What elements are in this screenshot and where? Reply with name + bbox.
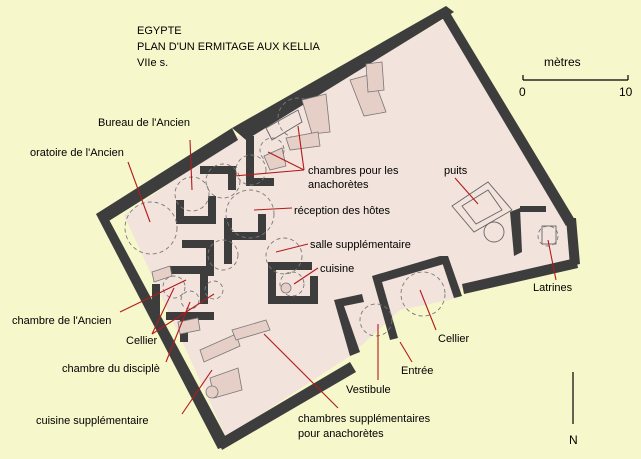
scale-title: mètres (544, 55, 581, 69)
label-oratoire: oratoire de l'Ancien (30, 147, 124, 159)
label-salle-supp: salle supplémentaire (310, 239, 411, 251)
north-arrow: N (569, 372, 578, 447)
scale-bar: mètres 0 10 (519, 55, 633, 99)
well (451, 181, 513, 243)
label-chambres-anach-1: chambres pour les (308, 165, 399, 177)
label-bureau: Bureau de l'Ancien (98, 117, 190, 129)
header-line-3: VIIe s. (137, 57, 168, 69)
label-cellier-left: Cellier (126, 335, 158, 347)
header-line-2: PLAN D'UN ERMITAGE AUX KELLIA (137, 41, 321, 53)
label-cellier-right: Cellier (438, 333, 470, 345)
plan-header: EGYPTE PLAN D'UN ERMITAGE AUX KELLIA VII… (137, 25, 321, 69)
label-reception: réception des hôtes (294, 205, 391, 217)
label-chambres-anach-2: anachorètes (308, 179, 369, 191)
label-chambres-supp-1: chambres supplémentaires (298, 413, 431, 425)
leader-lines (119, 125, 557, 415)
scale-start: 0 (519, 85, 526, 99)
label-vestibule: Vestibule (346, 384, 391, 396)
header-line-1: EGYPTE (137, 25, 182, 37)
label-chambres-supp-2: pour anachorètes (298, 428, 384, 440)
label-latrines: Latrines (533, 282, 573, 294)
upper-structures (263, 61, 387, 171)
label-cuisine: cuisine (320, 263, 354, 275)
label-entree: Entrée (401, 365, 433, 377)
outer-walls (96, 6, 580, 450)
label-puits: puits (444, 165, 468, 177)
label-chambre-ancien: chambre de l'Ancien (12, 315, 111, 327)
room-circles (124, 97, 559, 337)
room-labels: Bureau de l'Ancien oratoire de l'Ancien … (12, 117, 573, 440)
scale-end: 10 (619, 85, 633, 99)
north-label: N (569, 433, 578, 447)
label-cuisine-supp: cuisine supplémentaire (36, 415, 149, 427)
lower-structures (151, 265, 292, 399)
label-chambre-disciple: chambre du disciplè (62, 363, 160, 375)
interior-walls (152, 136, 546, 356)
